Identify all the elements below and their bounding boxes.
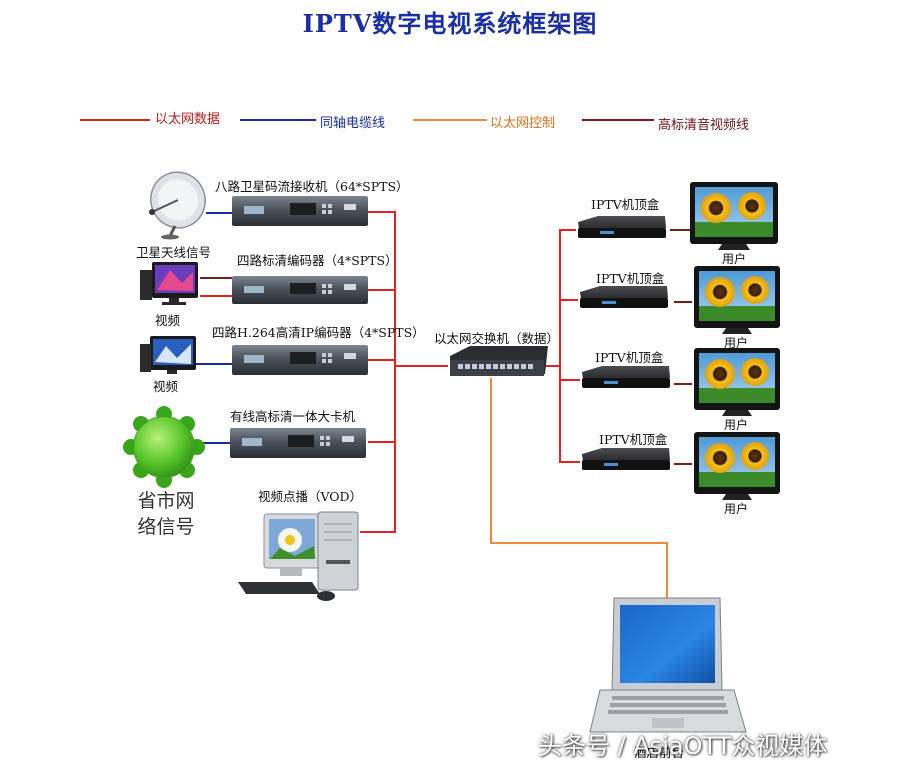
satellite-receiver-device: [232, 196, 368, 226]
legend-ethernet-control-label: 以太网控制: [490, 116, 556, 131]
hd-encoder-device: [232, 345, 368, 375]
cable-card-label: 有线高标清一体大卡机: [230, 409, 356, 424]
stb-label: IPTV机顶盒: [595, 350, 664, 365]
video-label: 视频: [153, 379, 179, 394]
ethernet-control-line: [490, 378, 668, 598]
user-label: 用户: [724, 502, 749, 516]
sd-encoder-device: [232, 276, 368, 304]
cable-card-device: [230, 428, 366, 458]
legend-coax-label: 同轴电缆线: [320, 116, 386, 131]
set-top-box-icon: [578, 216, 666, 238]
video-monitor-icon: [140, 336, 196, 374]
provincial-network-icon: [123, 406, 205, 488]
watermark: 头条号 / AsiaOTT众视媒体: [538, 732, 828, 760]
satellite-dish-icon: [149, 171, 206, 240]
user-tv-icon: [694, 432, 780, 500]
ethernet-switch-device: [450, 346, 548, 376]
video-monitor-icon: [140, 262, 198, 305]
switch-label: 以太网交换机（数据）: [434, 331, 560, 346]
legend-av-label: 高标清音视频线: [658, 118, 750, 133]
user-label: 用户: [722, 252, 747, 266]
satellite-receiver-label: 八路卫星码流接收机（64*SPTS）: [215, 179, 409, 194]
stb-label: IPTV机顶盒: [599, 432, 668, 447]
provincial-network-line2: 络信号: [137, 516, 195, 538]
front-desk-laptop-icon: [589, 597, 747, 733]
ethernet-data-trunk-right: [545, 229, 692, 465]
hd-encoder-label: 四路H.264高清IP编码器（4*SPTS）: [212, 325, 425, 340]
satellite-signal-label: 卫星天线信号: [136, 245, 212, 260]
provincial-network-label: 省市网 络信号: [126, 488, 206, 540]
user-label: 用户: [724, 418, 749, 432]
sd-encoder-label: 四路标清编码器（4*SPTS）: [237, 253, 398, 268]
user-tv-icon: [694, 266, 780, 334]
ethernet-data-trunk-left: [200, 211, 448, 533]
stb-label: IPTV机顶盒: [596, 271, 665, 286]
stb-label: IPTV机顶盒: [591, 197, 660, 212]
legend-ethernet-data-label: 以太网数据: [155, 112, 221, 127]
set-top-box-icon: [580, 286, 668, 308]
user-tv-icon: [690, 182, 778, 250]
set-top-box-icon: [582, 366, 670, 388]
page-title: IPTV数字电视系统框架图: [302, 9, 598, 38]
front-desk-label: 酒店前台: [634, 745, 685, 760]
user-label: 用户: [724, 336, 749, 350]
provincial-network-line1: 省市网: [137, 490, 195, 512]
set-top-box-icon: [582, 448, 670, 470]
user-tv-icon: [694, 348, 780, 416]
coax-lines: [196, 212, 232, 444]
vod-computer-icon: [238, 511, 359, 601]
video-label: 视频: [155, 313, 181, 328]
vod-label: 视频点播（VOD）: [258, 489, 363, 504]
